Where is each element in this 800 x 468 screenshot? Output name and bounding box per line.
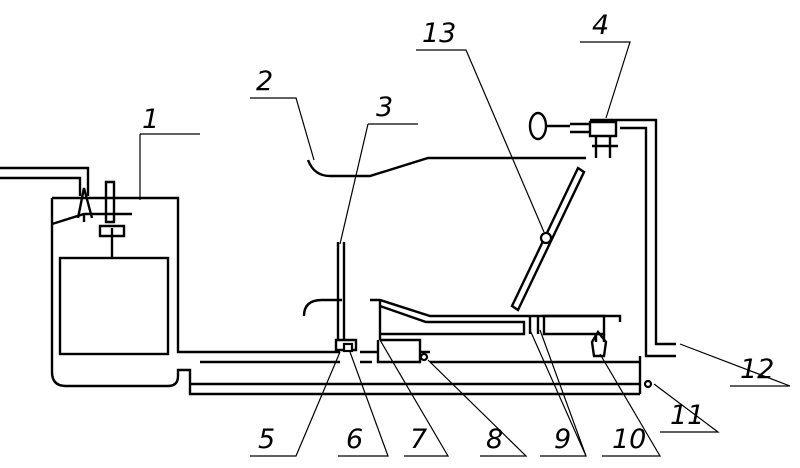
label-7: 7 [410,424,427,455]
label-4: 4 [592,10,609,41]
fuel-channel [190,338,640,386]
part-labels: 1 2 3 4 5 6 7 8 9 10 11 12 13 [142,10,774,455]
label-6: 6 [346,424,363,455]
mixing-chamber [302,298,622,358]
label-12: 12 [740,354,774,385]
label-2: 2 [256,66,273,97]
label-5: 5 [258,424,275,455]
label-8: 8 [486,424,503,455]
actuator-knob [528,111,548,141]
float-chamber [50,180,640,396]
throttle-axis [539,231,553,245]
throttle-plate [510,166,586,312]
air-tube [334,242,358,353]
label-3: 3 [376,92,393,123]
check-valve [643,379,653,389]
idle-jet [590,329,608,358]
label-9: 9 [554,424,571,455]
needle-valve [342,342,354,353]
label-1: 1 [142,104,159,135]
air-intake [306,156,586,178]
label-13: 13 [422,18,456,49]
float [58,256,170,356]
nozzle-jet [419,352,429,362]
label-10: 10 [612,424,646,455]
inlet-pipe [0,166,90,196]
leader-lines [139,41,791,457]
vertical-pipe [528,111,676,394]
label-11: 11 [670,400,704,431]
